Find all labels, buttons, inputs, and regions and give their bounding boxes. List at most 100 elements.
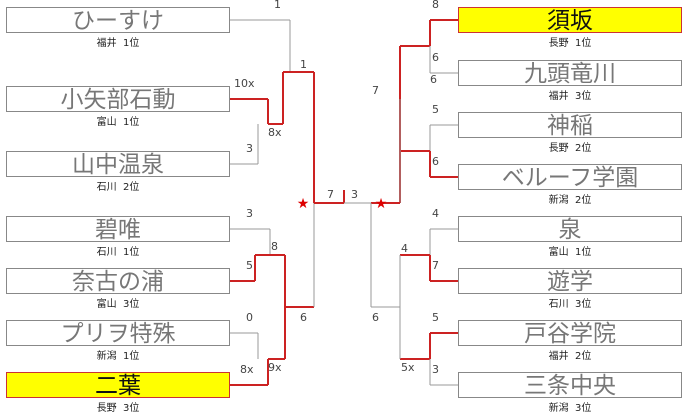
team-region: 長野: [548, 38, 569, 49]
team-name: 戸谷学院: [524, 321, 616, 347]
team-name: 遊学: [547, 269, 593, 295]
team-region-rank: 新潟 1位: [6, 347, 230, 362]
round-score: 9x: [268, 361, 282, 374]
team-rank: 3位: [574, 299, 592, 310]
team-region-rank: 石川 1位: [6, 243, 230, 258]
team-name: 碧唯: [95, 217, 141, 243]
round-score: 8: [271, 240, 278, 253]
team-box: 小矢部石動: [6, 86, 230, 113]
team-rank: 2位: [574, 351, 592, 362]
star-icon: ★: [297, 196, 310, 212]
team-region-rank: 福井 1位: [6, 34, 230, 49]
team-score: 3: [432, 363, 439, 376]
team-rank: 3位: [574, 91, 592, 102]
team-score: 8x: [240, 363, 254, 376]
team-box: 九頭竜川: [458, 60, 682, 87]
team-score: 0: [246, 311, 253, 324]
round-score: 3: [351, 188, 358, 201]
team-score: 7: [432, 259, 439, 272]
team-name: 二葉: [95, 373, 141, 399]
team-score: 6: [432, 155, 439, 168]
team-name: プリヲ特殊: [60, 321, 176, 347]
team-box: 碧唯: [6, 216, 230, 243]
team-box: ベルーフ学園: [458, 164, 682, 191]
team-rank: 1位: [122, 351, 140, 362]
team-score: 8: [432, 0, 439, 11]
team-score: 3: [246, 207, 253, 220]
team-rank: 2位: [574, 143, 592, 154]
round-score: 6: [372, 311, 379, 324]
team-region-rank: 石川 3位: [458, 295, 682, 310]
team-region: 石川: [96, 182, 117, 193]
team-box: 三条中央: [458, 372, 682, 399]
team-region-rank: 富山 3位: [6, 295, 230, 310]
team-rank: 3位: [122, 299, 140, 310]
team-box: 須坂: [458, 7, 682, 34]
team-score: 4: [432, 207, 439, 220]
team-box: 泉: [458, 216, 682, 243]
team-score: 5: [432, 103, 439, 116]
team-region-rank: 福井 2位: [458, 347, 682, 362]
team-score: 3: [246, 142, 253, 155]
team-region: 新潟: [96, 351, 117, 362]
team-score: 5: [246, 259, 253, 272]
team-rank: 1位: [574, 38, 592, 49]
team-box: 奈古の浦: [6, 268, 230, 295]
round-score: 8x: [268, 126, 282, 139]
team-name: 神稲: [547, 113, 593, 139]
team-region-rank: 石川 2位: [6, 178, 230, 193]
team-box: プリヲ特殊: [6, 320, 230, 347]
star-icon: ★: [375, 196, 388, 212]
team-region-rank: 新潟 2位: [458, 191, 682, 206]
team-box: 戸谷学院: [458, 320, 682, 347]
team-region-rank: 長野 1位: [458, 34, 682, 49]
team-region: 新潟: [548, 195, 569, 206]
team-region: 石川: [96, 247, 117, 258]
team-name: 須坂: [547, 8, 593, 34]
round-score: 4: [401, 242, 408, 255]
team-box: 二葉: [6, 372, 230, 399]
round-score: 7: [372, 84, 379, 97]
team-region: 富山: [548, 247, 569, 258]
team-name: 小矢部石動: [60, 87, 176, 113]
round-score: 5x: [401, 361, 415, 374]
team-region: 富山: [96, 117, 117, 128]
round-score: 7: [327, 188, 334, 201]
team-rank: 3位: [574, 403, 592, 414]
team-region: 新潟: [548, 403, 569, 414]
team-region-rank: 福井 3位: [458, 87, 682, 102]
team-name: 九頭竜川: [524, 61, 616, 87]
team-score: 1: [274, 0, 281, 11]
team-rank: 1位: [122, 38, 140, 49]
team-rank: 1位: [122, 247, 140, 258]
team-rank: 1位: [122, 117, 140, 128]
round-score: 6: [430, 73, 437, 86]
team-region-rank: 長野 3位: [6, 399, 230, 414]
team-name: 泉: [558, 217, 582, 243]
team-rank: 3位: [122, 403, 140, 414]
team-name: ひーすけ: [72, 8, 164, 34]
team-rank: 2位: [574, 195, 592, 206]
team-region-rank: 長野 2位: [458, 139, 682, 154]
team-region: 長野: [96, 403, 117, 414]
round-score: 1: [300, 58, 307, 71]
team-region: 福井: [548, 91, 569, 102]
team-name: 奈古の浦: [72, 269, 164, 295]
team-region: 富山: [96, 299, 117, 310]
team-region: 福井: [96, 38, 117, 49]
team-box: 神稲: [458, 112, 682, 139]
team-rank: 2位: [122, 182, 140, 193]
team-box: 遊学: [458, 268, 682, 295]
team-region-rank: 富山 1位: [6, 113, 230, 128]
team-region-rank: 富山 1位: [458, 243, 682, 258]
team-name: 山中温泉: [72, 152, 164, 178]
team-region: 長野: [548, 143, 569, 154]
team-box: 山中温泉: [6, 151, 230, 178]
team-score: 10x: [234, 77, 255, 90]
team-region: 石川: [548, 299, 569, 310]
team-region: 福井: [548, 351, 569, 362]
team-box: ひーすけ: [6, 7, 230, 34]
team-rank: 1位: [574, 247, 592, 258]
